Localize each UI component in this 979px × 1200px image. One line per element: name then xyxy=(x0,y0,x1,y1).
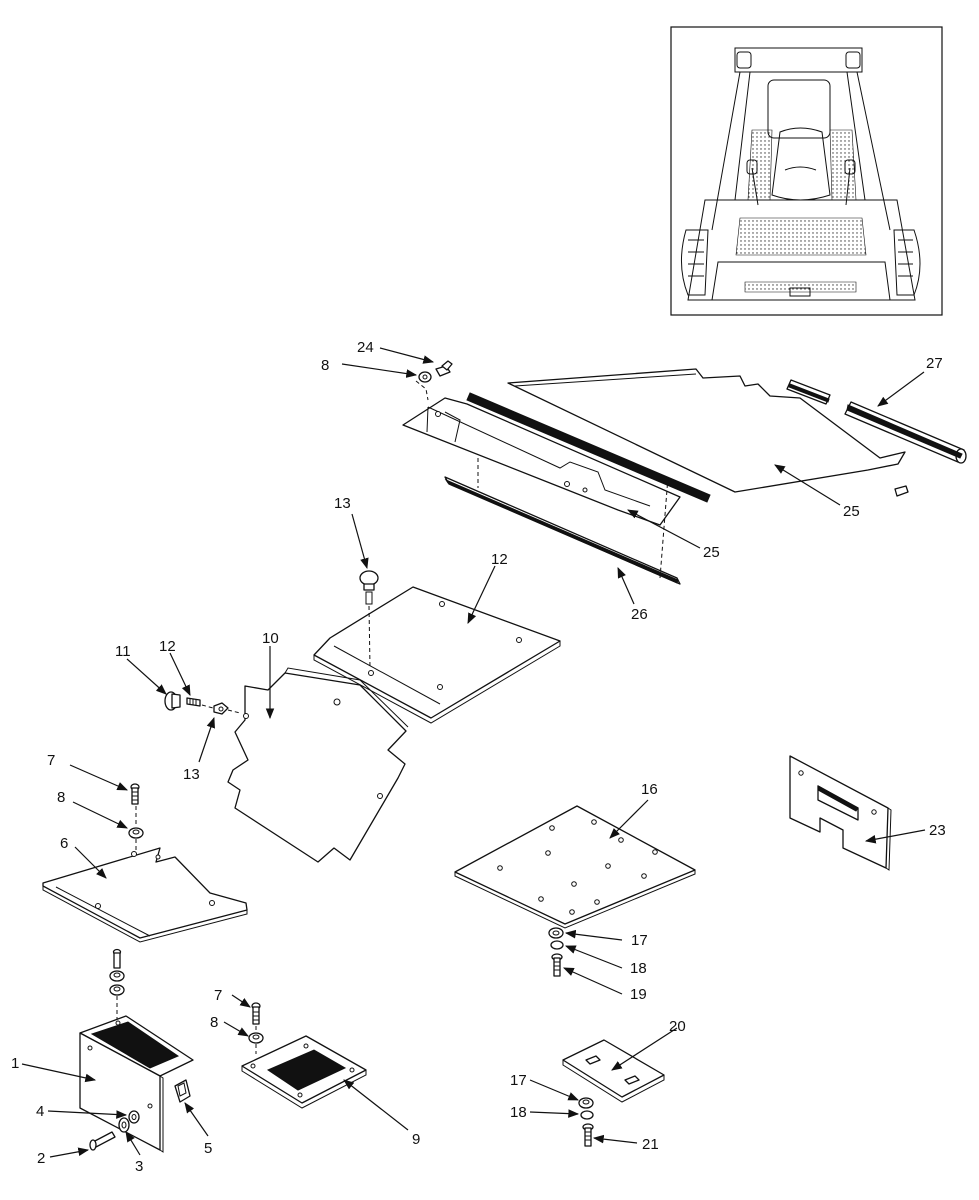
strip-26 xyxy=(444,476,681,585)
leader-lines xyxy=(21,347,926,1158)
callout-8: 8 xyxy=(57,789,65,806)
callout-8: 8 xyxy=(321,357,329,374)
callout-17: 17 xyxy=(510,1072,527,1089)
washer-8b xyxy=(248,1032,264,1044)
screw-12 xyxy=(186,697,201,707)
nut-13 xyxy=(213,702,229,715)
callout-27: 27 xyxy=(926,355,943,372)
floor-plate-25 xyxy=(507,368,906,493)
plate-16 xyxy=(454,805,696,929)
washer-17b xyxy=(578,1097,594,1109)
callout-2: 2 xyxy=(37,1150,45,1167)
alignment-line xyxy=(415,380,429,401)
clip-nut-5 xyxy=(174,1079,191,1103)
bolt-7a xyxy=(130,783,140,805)
callout-25: 25 xyxy=(843,503,860,520)
callout-5: 5 xyxy=(204,1140,212,1157)
callout-11: 11 xyxy=(115,643,131,660)
callout-19: 19 xyxy=(630,986,647,1003)
callout-4: 4 xyxy=(36,1103,44,1120)
plate-22 xyxy=(789,755,892,871)
callout-23: 24 xyxy=(357,339,374,356)
callout-21: 21 xyxy=(642,1136,659,1153)
callout-15: 13 xyxy=(334,495,351,512)
pedal-bracket-1 xyxy=(79,1015,194,1153)
bolt-19 xyxy=(551,953,563,977)
washer-18a xyxy=(550,940,564,950)
callout-1: 1 xyxy=(11,1055,19,1072)
panel-10 xyxy=(227,667,409,863)
alignment-line xyxy=(477,458,669,579)
rod-27 xyxy=(844,401,967,464)
nut-4 xyxy=(128,1110,140,1124)
washer-3 xyxy=(118,1117,130,1133)
plate-20 xyxy=(562,1039,665,1103)
alignment-line xyxy=(368,605,371,669)
callout-10: 10 xyxy=(262,630,279,647)
knob-11 xyxy=(164,691,181,711)
bolt-7b xyxy=(251,1002,261,1025)
plate-6 xyxy=(42,847,248,943)
callout-16: 16 xyxy=(641,781,658,798)
callout-numbers: 24 8 27 25 25 26 13 12 10 11 12 13 7 8 6… xyxy=(11,339,946,1175)
callout-12: 12 xyxy=(159,638,176,655)
callout-17: 17 xyxy=(631,932,648,949)
bolt-23 xyxy=(435,360,453,377)
washer-17a xyxy=(548,927,564,939)
bracket-24 xyxy=(402,397,681,526)
washer-8a xyxy=(128,827,144,839)
callout-3: 3 xyxy=(135,1158,143,1175)
callout-9: 9 xyxy=(412,1131,420,1148)
callout-13: 13 xyxy=(183,766,200,783)
bolt-stack-under-6 xyxy=(109,948,125,996)
bolt-21 xyxy=(582,1123,594,1147)
callout-8: 8 xyxy=(210,1014,218,1031)
seal-strip xyxy=(466,392,711,503)
rod-plug xyxy=(786,379,831,405)
plate-14 xyxy=(313,586,561,724)
callout-6: 6 xyxy=(60,835,68,852)
pin xyxy=(894,485,909,497)
bolt-2 xyxy=(89,1131,116,1151)
knob-15 xyxy=(359,570,379,605)
callout-7: 7 xyxy=(47,752,55,769)
callout-18: 18 xyxy=(630,960,647,977)
alignment-line xyxy=(201,704,241,714)
washer-8-top xyxy=(418,371,432,383)
callout-24: 25 xyxy=(703,544,720,561)
callout-14: 12 xyxy=(491,551,508,568)
callout-26: 26 xyxy=(631,606,648,623)
callout-20: 20 xyxy=(669,1018,686,1035)
callout-7: 7 xyxy=(214,987,222,1004)
washer-18b xyxy=(580,1110,594,1120)
skid-steer-loader-icon xyxy=(670,26,943,316)
pad-9 xyxy=(241,1035,367,1109)
callout-22: 23 xyxy=(929,822,946,839)
callout-18: 18 xyxy=(510,1104,527,1121)
